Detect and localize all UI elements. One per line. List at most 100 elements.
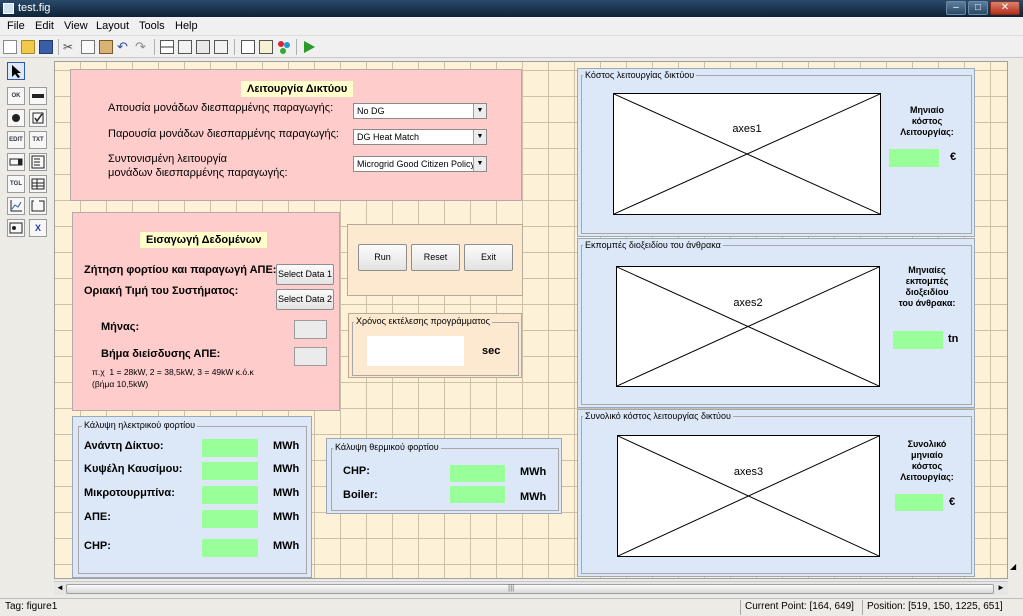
close-button[interactable]: ✕ bbox=[990, 1, 1020, 15]
axes3-tag: axes3 bbox=[733, 466, 764, 478]
status-tag: Tag: figure1 bbox=[5, 601, 58, 612]
togglebutton-tool-icon[interactable]: TGL bbox=[7, 175, 25, 193]
system-price-label: Οριακή Τιμή του Συστήματος: bbox=[84, 285, 239, 297]
res-step-hint: π.χ 1 = 28kW, 2 = 38,5kW, 3 = 49kW κ.ό.κ… bbox=[92, 367, 254, 389]
checkbox-tool-icon[interactable] bbox=[29, 109, 47, 127]
menu-file[interactable]: File bbox=[7, 20, 25, 32]
chp-thermal-label: CHP: bbox=[343, 465, 370, 477]
select-tool-icon[interactable] bbox=[7, 62, 25, 80]
no-dg-popup-value: No DG bbox=[357, 106, 385, 116]
save-icon[interactable] bbox=[39, 40, 53, 54]
window-title-bar: test.fig – □ ✕ bbox=[0, 0, 1023, 17]
object-browser-icon[interactable] bbox=[277, 40, 291, 54]
reset-button[interactable]: Reset bbox=[411, 244, 460, 271]
res-step-input[interactable] bbox=[294, 347, 327, 366]
co2-emissions-frame bbox=[581, 245, 972, 405]
execution-time-panel: Χρόνος εκτέλεσης προγράμματος sec bbox=[348, 313, 522, 378]
upstream-grid-label: Ανάντη Δίκτυο: bbox=[84, 440, 164, 452]
res-label: ΑΠΕ: bbox=[84, 511, 111, 523]
minimize-button[interactable]: – bbox=[946, 1, 966, 15]
panel-tool-icon[interactable] bbox=[29, 197, 47, 215]
electric-load-panel: Κάλυψη ηλεκτρικού φορτίου Ανάντη Δίκτυο:… bbox=[72, 416, 312, 578]
toolbar-separator bbox=[154, 39, 155, 55]
toolbar-separator bbox=[234, 39, 235, 55]
cut-icon[interactable]: ✂ bbox=[63, 40, 74, 54]
align-icon[interactable] bbox=[160, 40, 174, 54]
open-folder-icon[interactable] bbox=[21, 40, 35, 54]
exit-button[interactable]: Exit bbox=[464, 244, 513, 271]
horizontal-scrollbar[interactable]: ◄ ||| ► bbox=[54, 581, 1008, 595]
axes1-plot[interactable]: axes1 bbox=[613, 93, 881, 215]
data-input-panel[interactable]: Εισαγωγή Δεδομένων Ζήτηση φορτίου και πα… bbox=[72, 212, 340, 411]
menu-view[interactable]: View bbox=[64, 20, 88, 32]
monthly-cost-caption: Μηνιαίο κόστος Λειτουργίας: bbox=[900, 105, 954, 137]
total-cost-title: Συνολικό κόστος λειτουργίας δικτύου bbox=[583, 411, 733, 421]
total-monthly-cost-unit: € bbox=[949, 496, 956, 508]
axes-tool-icon[interactable] bbox=[7, 197, 25, 215]
property-inspector-icon[interactable] bbox=[259, 40, 273, 54]
buttongroup-tool-icon[interactable] bbox=[7, 219, 25, 237]
scroll-right-icon[interactable]: ► bbox=[997, 583, 1005, 592]
toolbar-editor-icon[interactable] bbox=[214, 40, 228, 54]
upstream-grid-output bbox=[202, 439, 258, 457]
dg-presence-popup[interactable]: DG Heat Match ▼ bbox=[353, 129, 487, 145]
status-separator bbox=[862, 600, 863, 615]
new-file-icon[interactable] bbox=[3, 40, 17, 54]
total-cost-frame bbox=[581, 416, 972, 574]
menu-editor-icon[interactable] bbox=[178, 40, 192, 54]
axes2-tag: axes2 bbox=[733, 297, 763, 309]
select-data-1-button[interactable]: Select Data 1 bbox=[276, 264, 334, 285]
edittext-tool-icon[interactable]: EDIT bbox=[7, 131, 25, 149]
scroll-left-icon[interactable]: ◄ bbox=[56, 583, 64, 592]
boiler-label: Boiler: bbox=[343, 489, 378, 501]
menu-layout[interactable]: Layout bbox=[96, 20, 130, 32]
tab-order-icon[interactable] bbox=[196, 40, 210, 54]
redo-icon[interactable]: ↷ bbox=[135, 39, 146, 54]
activex-tool-icon[interactable]: X bbox=[29, 219, 47, 237]
maximize-button[interactable]: □ bbox=[968, 1, 988, 15]
month-input[interactable] bbox=[294, 320, 327, 339]
menu-edit[interactable]: Edit bbox=[35, 20, 54, 32]
pushbutton-tool-icon[interactable]: OK bbox=[7, 87, 25, 105]
menu-help[interactable]: Help bbox=[175, 20, 198, 32]
scroll-thumb[interactable] bbox=[66, 584, 994, 594]
control-buttons-panel: Run Reset Exit bbox=[347, 224, 523, 296]
statictext-tool-icon[interactable]: TXT bbox=[29, 131, 47, 149]
listbox-tool-icon[interactable] bbox=[29, 153, 47, 171]
select-data-2-button[interactable]: Select Data 2 bbox=[276, 289, 334, 310]
axes3-placeholder-cross bbox=[618, 436, 879, 556]
res-unit: MWh bbox=[273, 511, 300, 523]
canvas-resize-handle-icon[interactable]: ◢ bbox=[1010, 562, 1017, 571]
co2-emissions-panel: Εκπομπές διοξειδίου του άνθρακα axes2 Μη… bbox=[577, 238, 975, 408]
chp-electric-unit: MWh bbox=[273, 540, 300, 552]
operating-cost-frame bbox=[581, 75, 972, 234]
monthly-co2-caption: Μηνιαίες εκπομπές διοξειδίου του άνθρακα… bbox=[898, 265, 956, 308]
menu-tools[interactable]: Tools bbox=[139, 20, 165, 32]
no-dg-popup[interactable]: No DG ▼ bbox=[353, 103, 487, 119]
microturbine-unit: MWh bbox=[273, 487, 300, 499]
popupmenu-tool-icon[interactable] bbox=[7, 153, 25, 171]
toolbar-separator bbox=[296, 39, 297, 55]
editor-icon[interactable] bbox=[241, 40, 255, 54]
table-tool-icon[interactable] bbox=[29, 175, 47, 193]
axes3-plot[interactable]: axes3 bbox=[617, 435, 880, 557]
network-operation-panel[interactable]: Λειτουργία Δικτύου Απουσία μονάδων διεσπ… bbox=[70, 69, 522, 201]
scroll-grip-icon: ||| bbox=[508, 583, 515, 592]
component-palette: OK EDIT TXT TGL X bbox=[0, 58, 50, 580]
undo-icon[interactable]: ↶ bbox=[117, 39, 128, 54]
chevron-down-icon: ▼ bbox=[473, 157, 486, 171]
axes2-plot[interactable]: axes2 bbox=[616, 266, 880, 387]
slider-tool-icon[interactable] bbox=[29, 87, 47, 105]
radiobutton-tool-icon[interactable] bbox=[7, 109, 25, 127]
axes1-tag: axes1 bbox=[732, 123, 762, 135]
status-current-point: Current Point: [164, 649] bbox=[745, 601, 854, 612]
thermal-load-panel: Κάλυψη θερμικού φορτίου CHP: MWh Boiler:… bbox=[326, 438, 562, 514]
coordinated-dg-popup[interactable]: Microgrid Good Citizen Policy ▼ bbox=[353, 156, 487, 172]
toolbar-separator bbox=[58, 39, 59, 55]
copy-icon[interactable] bbox=[81, 40, 95, 54]
paste-icon[interactable] bbox=[99, 40, 113, 54]
run-button[interactable]: Run bbox=[358, 244, 407, 271]
run-icon[interactable] bbox=[302, 40, 316, 54]
coordinated-dg-popup-value: Microgrid Good Citizen Policy bbox=[357, 159, 476, 169]
microturbine-output bbox=[202, 486, 258, 504]
